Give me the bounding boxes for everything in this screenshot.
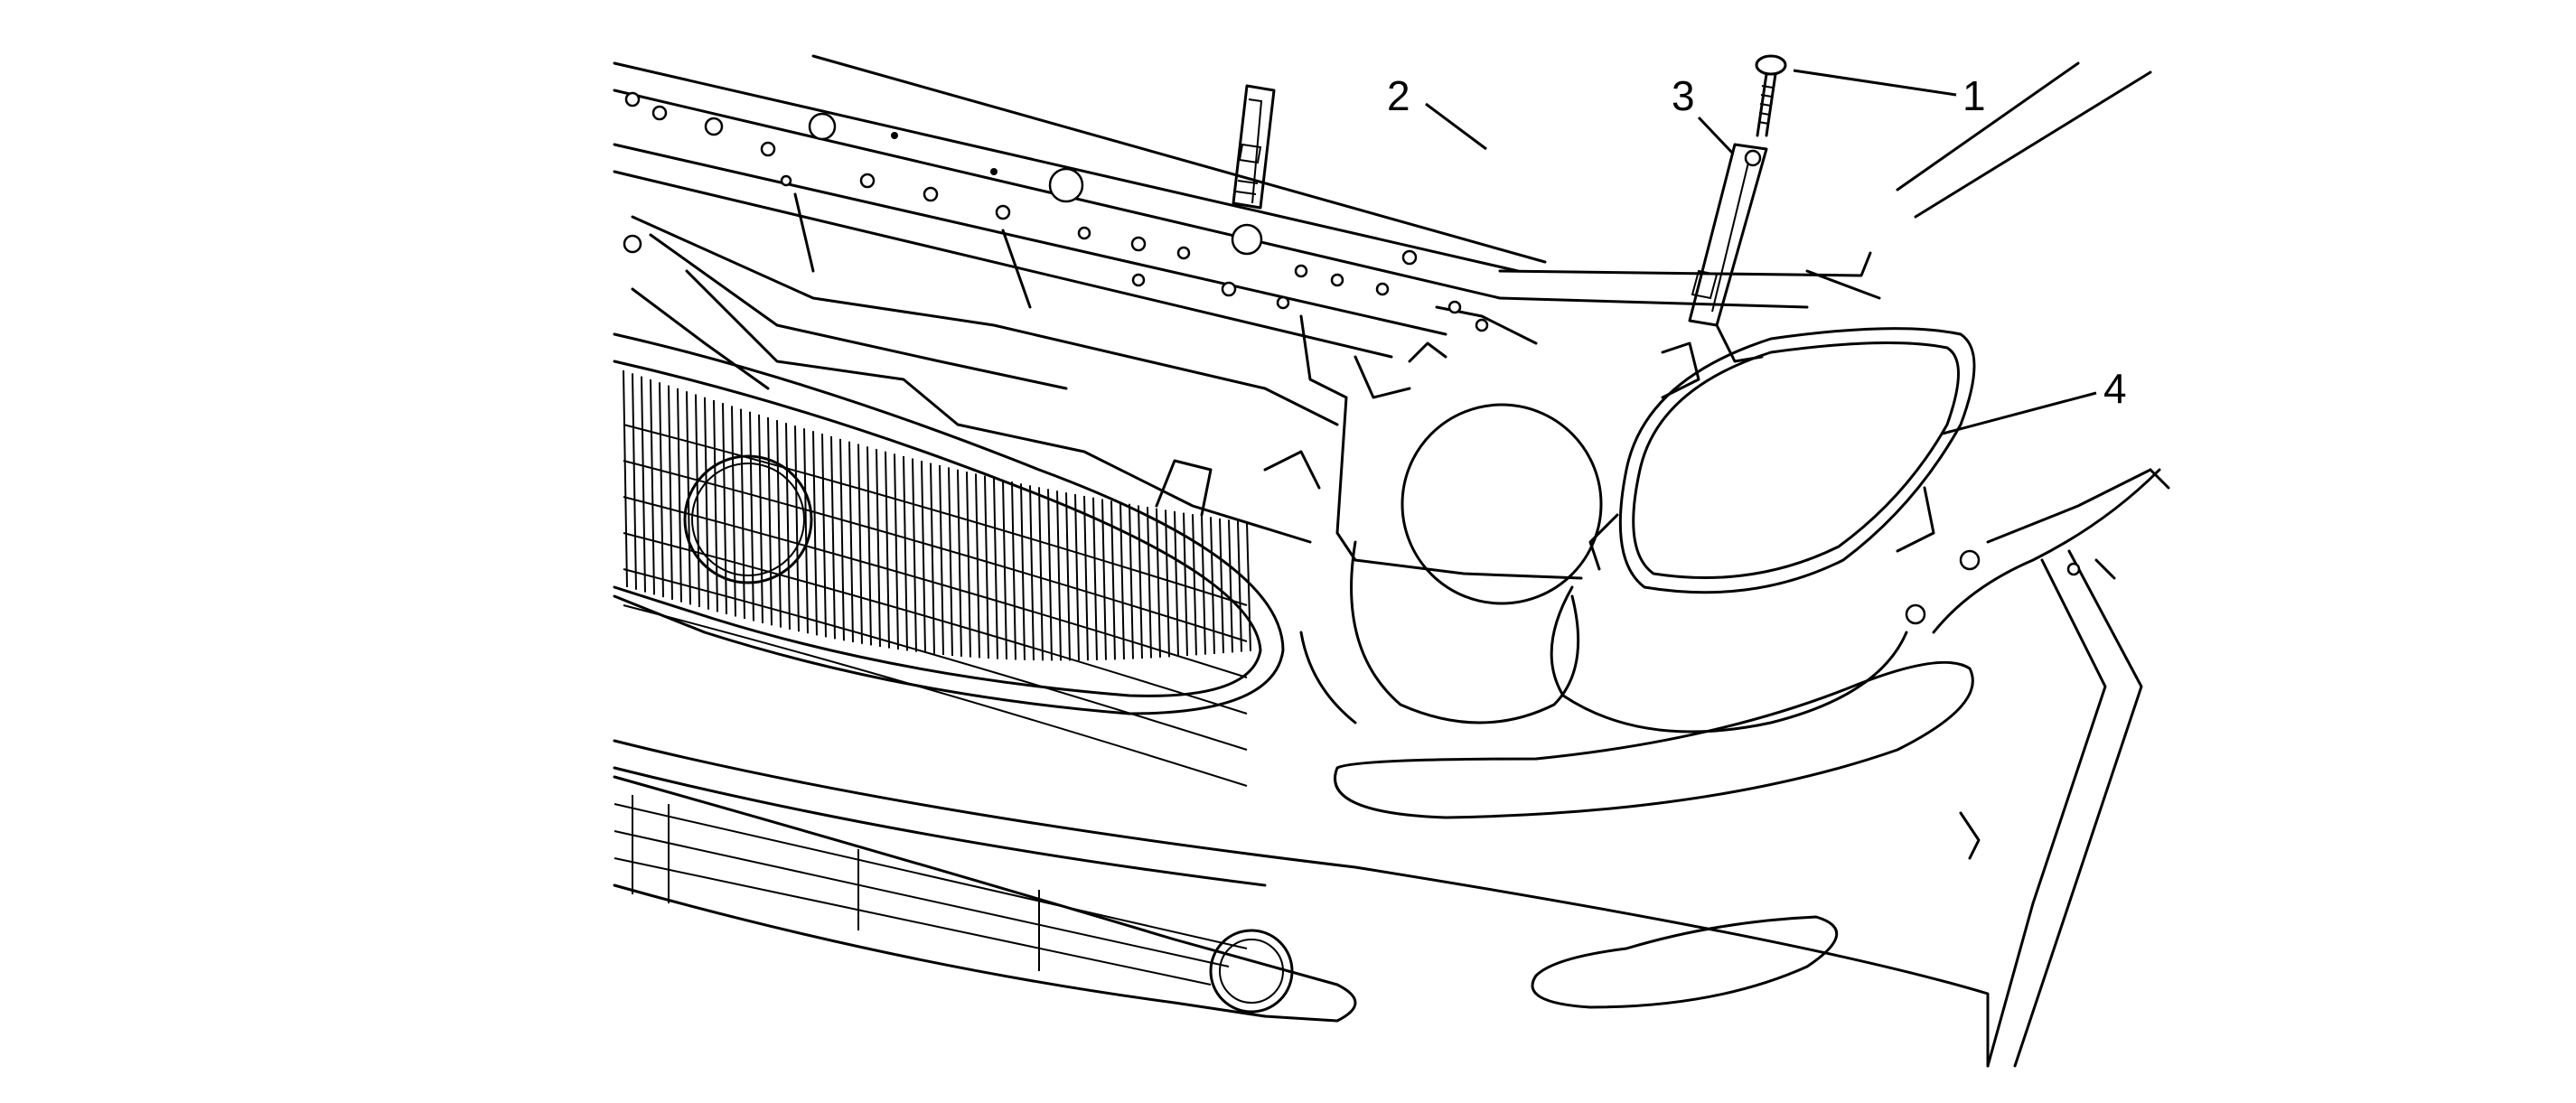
grille-slat bbox=[776, 420, 782, 628]
callout-4-leader bbox=[1942, 391, 2097, 435]
grille-slat bbox=[1183, 512, 1188, 657]
grille-slat bbox=[975, 473, 980, 659]
grille bbox=[613, 332, 1285, 787]
grille-slat bbox=[1047, 489, 1053, 661]
lower-grille bbox=[613, 775, 1357, 1023]
headlamp-opening bbox=[1299, 314, 1908, 734]
grille-slat bbox=[767, 416, 773, 626]
callout-3-leader bbox=[1697, 116, 1735, 155]
grille-bar bbox=[623, 460, 1248, 642]
grille-slat bbox=[993, 477, 998, 659]
grille-slat bbox=[749, 411, 754, 622]
grille-slat bbox=[659, 382, 664, 598]
grille-slat bbox=[677, 388, 682, 603]
grille-slat bbox=[731, 406, 736, 617]
grille-slat bbox=[1074, 494, 1080, 661]
grille-slat bbox=[740, 408, 745, 620]
emblem-icon bbox=[683, 454, 813, 584]
grille-slat bbox=[1192, 514, 1197, 656]
grille-bar bbox=[623, 496, 1248, 678]
callout-3-label: 3 bbox=[1672, 72, 1695, 119]
grille-slat bbox=[1065, 492, 1071, 661]
grille-slat bbox=[821, 434, 827, 638]
grille-slat bbox=[1138, 505, 1143, 659]
grille-slat bbox=[1056, 491, 1062, 661]
grille-slat bbox=[713, 399, 718, 612]
radiator-support bbox=[613, 54, 2152, 544]
callouts: 1 2 3 4 bbox=[1387, 69, 2127, 435]
grille-slat bbox=[1165, 509, 1170, 658]
callout-1-leader bbox=[1793, 69, 1957, 97]
grille-bar bbox=[623, 424, 1248, 606]
grille-slat bbox=[668, 385, 673, 600]
grille-slat bbox=[1201, 515, 1206, 655]
fog-lamp-icon bbox=[1209, 929, 1294, 1014]
grille-slat bbox=[939, 464, 944, 656]
grille-slat bbox=[912, 458, 917, 652]
grille-slat bbox=[930, 463, 935, 654]
grille-slat bbox=[1110, 500, 1116, 660]
callout-4-label: 4 bbox=[2103, 365, 2127, 412]
grille-slat bbox=[812, 431, 818, 636]
grille-slat bbox=[857, 444, 863, 644]
grille-slat bbox=[641, 376, 646, 593]
grille-slat bbox=[1147, 507, 1152, 659]
grille-slat bbox=[948, 467, 953, 656]
grille-slat bbox=[1083, 495, 1089, 661]
grille-slat bbox=[785, 423, 791, 630]
grille-slat bbox=[650, 379, 655, 595]
grille-slat bbox=[848, 441, 854, 643]
grille-slat bbox=[758, 414, 763, 623]
grille-slat bbox=[885, 451, 890, 649]
grille-bar bbox=[623, 604, 1248, 787]
grille-slat bbox=[894, 453, 899, 650]
part-2-clip bbox=[1232, 84, 1276, 210]
callout-2-leader bbox=[1425, 102, 1487, 151]
grille-slat bbox=[1156, 508, 1161, 658]
headlamp-assembly bbox=[1588, 327, 1976, 594]
grille-slat bbox=[1129, 503, 1134, 659]
grille-slat bbox=[1038, 487, 1044, 661]
grille-slat bbox=[722, 403, 727, 614]
part-1-bolt bbox=[1755, 54, 1787, 137]
grille-slat bbox=[866, 446, 872, 646]
grille-slat bbox=[704, 397, 709, 610]
grille-slat bbox=[1092, 497, 1098, 660]
grille-slat bbox=[803, 428, 809, 634]
grille-slat bbox=[984, 475, 989, 659]
callout-2-label: 2 bbox=[1387, 72, 1410, 119]
part-3-bracket bbox=[1688, 143, 1768, 363]
grille-slat bbox=[1029, 485, 1035, 661]
grille-slat bbox=[1119, 502, 1125, 659]
grille-slat bbox=[876, 449, 881, 648]
grille-slat bbox=[794, 425, 800, 632]
grille-slat bbox=[695, 394, 700, 608]
grille-slat bbox=[1237, 520, 1242, 652]
grille-slat bbox=[830, 436, 836, 640]
grille-slat bbox=[1228, 519, 1233, 653]
grille-slat bbox=[1246, 522, 1251, 651]
grille-slat bbox=[1219, 518, 1224, 654]
grille-bar bbox=[623, 568, 1248, 751]
grille-slat bbox=[957, 469, 962, 657]
grille-slat bbox=[1011, 481, 1016, 660]
front-fascia bbox=[613, 468, 2170, 1068]
grille-slat bbox=[839, 438, 845, 641]
grille-slat bbox=[632, 373, 637, 590]
grille-slat bbox=[623, 369, 628, 588]
grille-slat bbox=[1002, 480, 1007, 660]
grille-slat bbox=[966, 472, 971, 658]
grille-slat bbox=[903, 455, 908, 651]
grille-slat bbox=[921, 461, 926, 653]
callout-1-label: 1 bbox=[1962, 72, 1986, 119]
